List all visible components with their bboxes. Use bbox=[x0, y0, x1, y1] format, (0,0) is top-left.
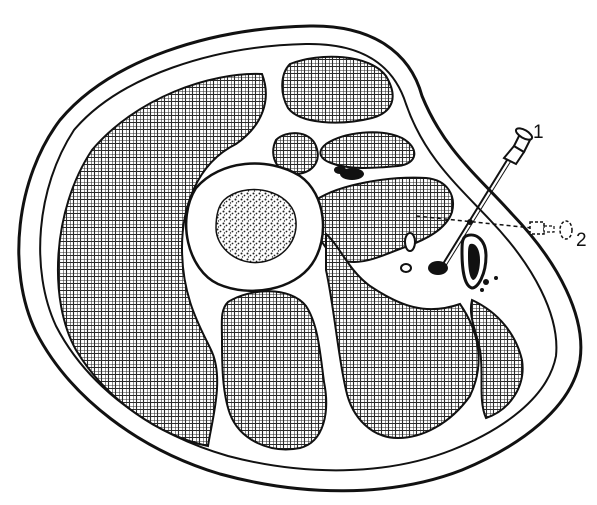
vessel-upper-2 bbox=[334, 166, 346, 174]
vessel-small-b bbox=[405, 233, 415, 251]
vessel-dot-b bbox=[483, 279, 489, 285]
muscle-posterior-center bbox=[222, 291, 326, 449]
vessel-dot-c bbox=[494, 276, 498, 280]
muscle-anterior-top bbox=[282, 57, 392, 123]
vessel-dot-d bbox=[480, 288, 484, 292]
vessel-small-a bbox=[401, 264, 411, 272]
bone-marrow bbox=[216, 190, 296, 263]
label-2: 2 bbox=[576, 230, 587, 251]
label-1: 1 bbox=[533, 122, 544, 143]
